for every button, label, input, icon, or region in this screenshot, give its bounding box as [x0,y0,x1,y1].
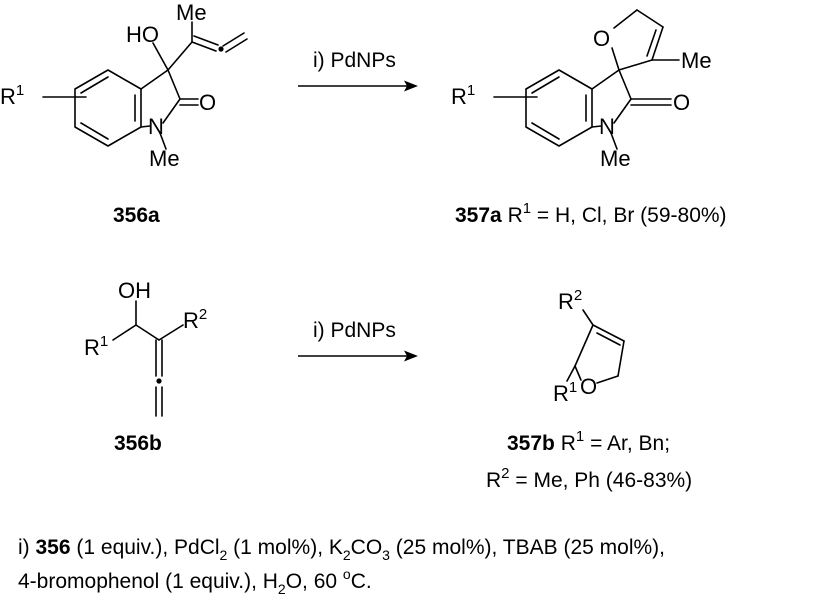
ch-ch2-bond [617,340,625,377]
c2-n-bond [613,98,632,124]
allene-bond [167,41,193,71]
atom-nitrogen: N [148,114,164,139]
ring-double-bond [596,332,621,346]
compound-357b-structure: R2 R1 O [553,287,625,406]
ring-double-bond [651,26,664,61]
c-c-bond [135,324,160,341]
benzene-ring [74,69,142,147]
compound-357b-label: 357b R1 = Ar, Bn; [507,428,670,455]
aromatic-double-bond [80,76,109,94]
reaction-arrow-2-head [404,350,418,362]
compound-357a-label: 357a R1 = H, Cl, Br (59-80%) [455,200,727,227]
allene-double-bond [191,41,217,52]
atom-nitrogen: N [599,114,615,139]
c2-bond [167,69,181,100]
atom-n-methyl: Me [600,146,631,171]
ring-bond [618,59,653,71]
atom-methyl: Me [176,0,207,25]
atom-ho: HO [126,22,159,47]
compound-357a-structure: R1 O Me O N Me [451,9,712,171]
atom-oxygen: O [673,90,690,115]
compound-356a-label: 356a [113,204,160,227]
atom-r: R1 [0,82,24,109]
atom-hydroxyl: OH [118,278,151,303]
atom-r: R1 [451,82,475,109]
atom-ring-methyl: Me [681,48,712,73]
ch2-ch-bond [636,9,664,28]
benzene-ring [525,69,593,147]
n-methyl-bond [610,132,618,150]
atom-oxygen: O [199,90,216,115]
allene-double-bond [222,32,245,47]
ring-double-bond [592,324,625,342]
atom-r2: R2 [558,287,582,314]
spiro-o-bond [611,47,620,71]
ring-double-bond [646,29,657,57]
c2-bond [618,69,632,100]
o-ch2-bond [613,9,638,29]
reaction-arrow-1-head [404,80,418,92]
atom-ring-oxygen: O [593,26,610,51]
reagent-label-2: i) PdNPs [313,319,396,342]
aromatic-double-bond [80,122,109,140]
reagent-label-1: i) PdNPs [313,49,396,72]
c2-n-bond [162,98,181,124]
ring-bond [574,324,594,367]
atom-ring-oxygen: O [580,374,597,399]
allene-center-dot [156,378,162,384]
r2-bond [582,309,594,326]
compound-356a-structure: R1 HO Me O N Me [0,0,248,171]
r2-bond [158,324,184,341]
atom-r1: R1 [84,333,108,360]
conditions-line-2: 4-bromophenol (1 equiv.), H2O, 60 oC. [18,566,372,596]
aromatic-double-bond [531,122,560,140]
allene-center-dot [218,46,224,52]
allene-double-bond [193,35,219,46]
hydroxyl-bond [152,42,169,71]
atom-r2: R2 [183,306,207,333]
n-c7a-bond [140,125,151,128]
ch2-o-bond [596,375,619,384]
compound-357b-substituents: R2 = Me, Ph (46-83%) [486,465,692,492]
r1-bond [112,324,137,341]
conditions-line-1: i) 356 (1 equiv.), PdCl2 (1 mol%), K2CO3… [18,536,665,563]
c3-bond [140,69,169,90]
allene-double-bond [225,38,248,53]
aromatic-double-bond [531,76,560,94]
compound-356b-structure: OH R1 R2 [84,278,207,417]
spiro-bond [591,69,620,90]
atom-n-methyl: Me [149,146,180,171]
r1-bond [566,365,576,382]
atom-r1: R1 [553,379,577,406]
o-ch-bond [574,365,582,381]
compound-356b-label: 356b [114,432,162,455]
n-methyl-bond [159,132,167,150]
n-c7a-bond [591,125,602,128]
